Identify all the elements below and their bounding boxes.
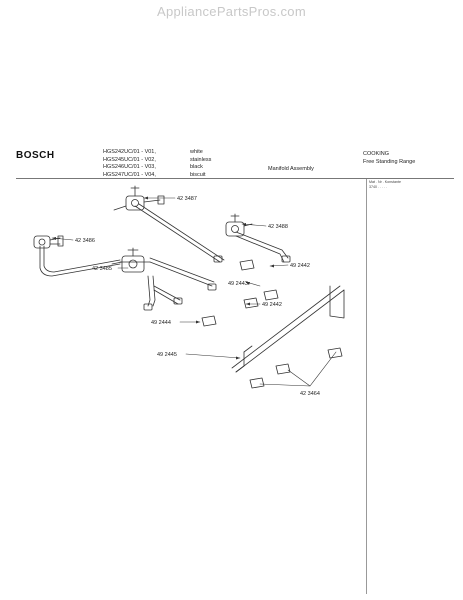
model-list: HGS242UC/01 - V01, HGS245UC/01 - V02, HG… <box>103 149 156 179</box>
callout-label: 49 2442 <box>290 263 310 269</box>
callout-label: 42 3488 <box>268 224 288 230</box>
callout-label: 42 3487 <box>177 196 197 202</box>
reference-header-line: 3740 . . . . . <box>369 185 387 189</box>
leader-arrowheads <box>52 196 274 360</box>
valve-left <box>33 235 64 249</box>
callout-label: 49 2444 <box>151 320 171 326</box>
callout-label: 42 3485 <box>92 266 112 272</box>
model-number: HGS245UC/01 - V02, <box>103 156 156 163</box>
model-number: HGS246UC/01 - V03, <box>103 164 156 170</box>
valve-top-left <box>113 185 165 211</box>
callout-label: 42 3486 <box>75 238 95 244</box>
watermark: AppliancePartsPros.com <box>157 4 306 19</box>
model-number: HGS247UC/01 - V04, <box>103 171 156 178</box>
header-divider <box>16 178 454 179</box>
color-list: white stainless black biscuit <box>190 149 211 179</box>
tube-end-fittings <box>143 255 291 311</box>
leader-lines <box>51 197 337 387</box>
color-variant: biscuit <box>190 171 206 178</box>
column-divider <box>366 179 367 594</box>
model-number: HGS242UC/01 - V01, <box>103 149 156 155</box>
product-category: COOKING Free Standing Range <box>363 151 415 166</box>
manifold-pipes <box>39 203 289 307</box>
callout-label: 49 2442 <box>262 302 282 308</box>
callout-label: 49 2443 <box>228 281 248 287</box>
reference-header-line: Mat . Nr . Konstante <box>369 180 401 184</box>
callout-label: 49 2445 <box>157 352 177 358</box>
valve-top-right <box>225 213 253 237</box>
brand-logo: BOSCH <box>16 150 55 161</box>
category-line: Free Standing Range <box>363 158 416 165</box>
mounting-bracket <box>231 285 345 373</box>
reference-header: Mat . Nr . Konstante 3740 . . . . . <box>369 180 401 190</box>
color-variant: white <box>190 149 203 155</box>
assembly-title: Manifold Assembly <box>268 166 314 172</box>
callout-labels: 42 3487 42 3488 42 3486 42 3485 49 2442 … <box>75 196 320 397</box>
clip-parts <box>201 259 343 389</box>
color-variant: black <box>190 164 203 170</box>
callout-label: 42 3464 <box>300 391 320 397</box>
color-variant: stainless <box>190 156 212 163</box>
category-line: COOKING <box>363 151 389 157</box>
valve-center <box>111 247 145 273</box>
